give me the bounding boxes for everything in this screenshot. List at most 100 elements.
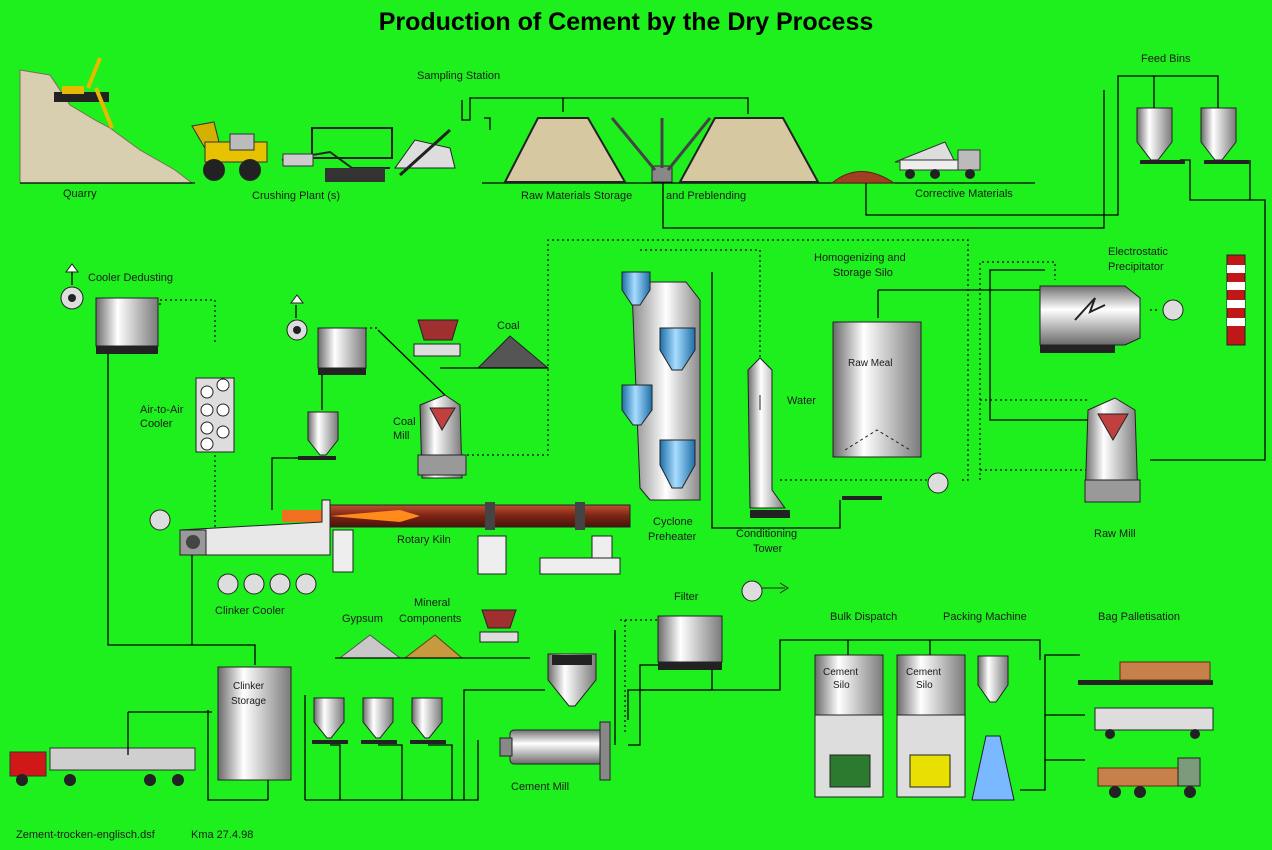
clinker-cooler-label: Clinker Cooler bbox=[215, 605, 285, 617]
footer-filename: Zement-trocken-englisch.dsf bbox=[16, 829, 156, 841]
feed-bins-label: Feed Bins bbox=[1141, 53, 1191, 65]
clinker-truck-icon bbox=[9, 711, 212, 786]
dedusting-fan-icon bbox=[60, 263, 84, 310]
cooler-fan-1-icon bbox=[217, 573, 239, 595]
filter-unit bbox=[657, 615, 723, 670]
kiln-flame bbox=[330, 510, 420, 522]
sampling-station-label: Sampling Station bbox=[417, 70, 500, 82]
raw-mill-icon bbox=[1084, 397, 1141, 503]
dump-truck-icon bbox=[894, 141, 981, 179]
packing-machine-label: Packing Machine bbox=[943, 611, 1027, 623]
clinker-storage-label-2: Storage bbox=[231, 696, 266, 707]
mineral-label-1: Mineral bbox=[414, 597, 450, 609]
clinker-storage-label-1: Clinker bbox=[233, 681, 265, 692]
air-to-air-cooler-icon bbox=[195, 377, 235, 453]
cement-mill bbox=[499, 721, 611, 781]
quarry-rock-face bbox=[19, 69, 194, 184]
gypsum-pile bbox=[338, 634, 402, 659]
clinker-storage-silo bbox=[217, 666, 292, 781]
coal-fan-icon bbox=[286, 294, 308, 341]
raw-materials-storage bbox=[503, 117, 820, 183]
filter-label: Filter bbox=[674, 591, 699, 603]
cyclone-label-1: Cyclone bbox=[653, 516, 693, 528]
raw-meal-label: Raw Meal bbox=[848, 358, 892, 369]
filter-fan-icon bbox=[741, 580, 789, 602]
coal-mill-label-2: Mill bbox=[393, 430, 410, 442]
cement-silo-2-label-2: Silo bbox=[916, 680, 933, 691]
bag-truck-icon bbox=[1097, 757, 1201, 798]
stockpile-left bbox=[503, 117, 627, 183]
gypsum-label: Gypsum bbox=[342, 613, 383, 625]
palletiser-icon bbox=[1078, 661, 1213, 685]
coal-filter bbox=[317, 327, 367, 375]
homogenizing-label-2: Storage Silo bbox=[833, 267, 893, 279]
wheel-loader-icon bbox=[191, 121, 268, 181]
cyclone-4-icon bbox=[659, 439, 696, 489]
corrective-pile bbox=[830, 171, 896, 184]
cooler-fan-2-icon bbox=[243, 573, 265, 595]
corrective-materials-label: Corrective Materials bbox=[915, 188, 1013, 200]
silo-fan-icon bbox=[927, 472, 949, 494]
bulk-dispatch-label: Bulk Dispatch bbox=[830, 611, 897, 623]
cyclone-1-icon bbox=[621, 271, 651, 306]
cement-silo-1 bbox=[814, 654, 884, 798]
cyclone-2-icon bbox=[659, 327, 696, 371]
homogenizing-silo bbox=[832, 321, 922, 500]
electrostatic-label-1: Electrostatic bbox=[1108, 246, 1168, 258]
mineral-label-2: Components bbox=[399, 613, 462, 625]
cooler-dedusting-filter bbox=[95, 297, 159, 354]
cyclone-label-2: Preheater bbox=[648, 531, 697, 543]
cooler-fan-3-icon bbox=[269, 573, 291, 595]
cyclone-preheater bbox=[621, 271, 701, 501]
separator-icon bbox=[547, 653, 597, 707]
stack-icon bbox=[1226, 254, 1246, 346]
cement-silo-2-label-1: Cement bbox=[906, 667, 941, 678]
coal-pile bbox=[476, 335, 550, 369]
bag-palletisation-label: Bag Palletisation bbox=[1098, 611, 1180, 623]
conditioning-tower bbox=[747, 357, 790, 518]
cooler-dedusting-label: Cooler Dedusting bbox=[88, 272, 173, 284]
gas-lines bbox=[159, 239, 1160, 735]
coal-hopper-icon bbox=[413, 319, 461, 357]
dosing-bin-2 bbox=[361, 697, 397, 744]
bulk-truck-1-icon bbox=[829, 754, 871, 788]
bulk-truck-2-icon bbox=[909, 754, 951, 788]
diagram-title: Production of Cement by the Dry Process bbox=[379, 8, 874, 36]
water-label: Water bbox=[787, 395, 816, 407]
footer-author-date: Kma 27.4.98 bbox=[191, 829, 253, 841]
raw-mill-label: Raw Mill bbox=[1094, 528, 1136, 540]
quarry-label: Quarry bbox=[63, 188, 97, 200]
raw-storage-label: Raw Materials Storage bbox=[521, 190, 632, 202]
conditioning-label-1: Conditioning bbox=[736, 528, 797, 540]
lightning-icon bbox=[1074, 297, 1106, 321]
clinker-cooler bbox=[149, 499, 331, 595]
electrostatic-label-2: Precipitator bbox=[1108, 261, 1164, 273]
coal-mill-label-1: Coal bbox=[393, 416, 416, 428]
rotary-kiln-label: Rotary Kiln bbox=[397, 534, 451, 546]
coal-mill-icon bbox=[417, 394, 467, 479]
mineral-hopper-icon bbox=[479, 609, 519, 643]
crushing-plant-icon bbox=[281, 127, 456, 182]
feed-bin-1 bbox=[1136, 107, 1185, 164]
cement-mill-label: Cement Mill bbox=[511, 781, 569, 793]
cement-silo-1-label-1: Cement bbox=[823, 667, 858, 678]
air-to-air-label-2: Cooler bbox=[140, 418, 173, 430]
cyclone-3-icon bbox=[621, 384, 653, 426]
electrostatic-precipitator bbox=[1039, 285, 1141, 353]
rotary-kiln bbox=[282, 502, 631, 575]
stockpile-right bbox=[678, 117, 820, 183]
packing-machine-icon bbox=[971, 655, 1015, 801]
dosing-bin-1 bbox=[312, 697, 348, 744]
mineral-pile bbox=[403, 634, 464, 659]
cement-silo-1-label-2: Silo bbox=[833, 680, 850, 691]
coal-label: Coal bbox=[497, 320, 520, 332]
cooler-fan-4-icon bbox=[295, 573, 317, 595]
kiln-fan-icon bbox=[149, 509, 171, 531]
drill-rig-icon bbox=[54, 57, 114, 129]
dosing-bin-3 bbox=[410, 697, 446, 744]
coal-bin bbox=[298, 411, 339, 460]
crushing-plant-label: Crushing Plant (s) bbox=[252, 190, 340, 202]
feed-bin-2 bbox=[1200, 107, 1249, 164]
